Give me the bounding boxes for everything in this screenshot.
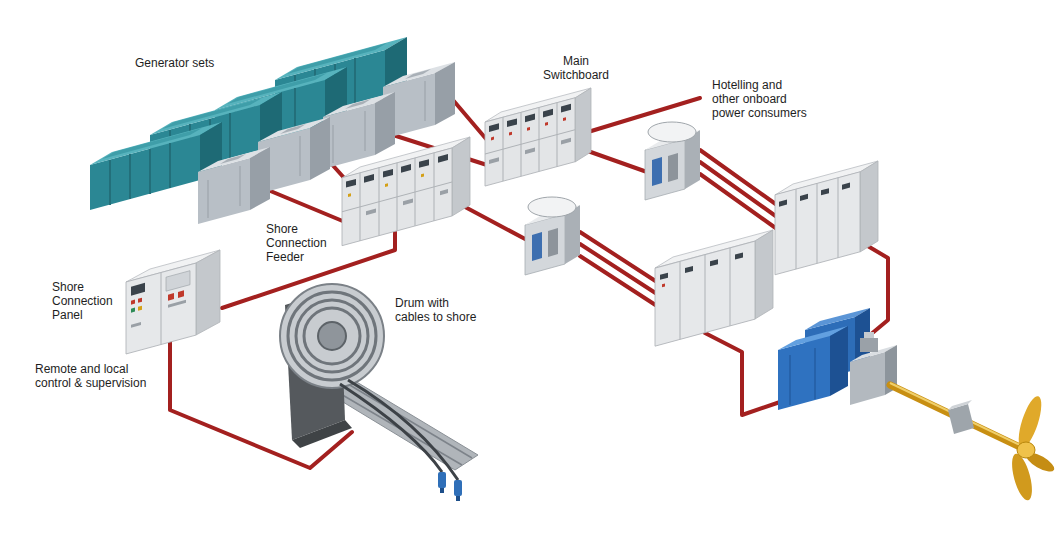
region-ellipse: [10, 200, 492, 488]
part-label: Hotelling and other onboard power consum…: [712, 78, 812, 120]
region-ellipse: [11, 201, 491, 487]
part-label: Generator sets: [135, 56, 214, 70]
drive-cabinets: [655, 230, 773, 346]
shore-connection-panel: [126, 250, 220, 354]
propeller-shaft: [890, 383, 1022, 448]
propeller: [1008, 394, 1055, 502]
feeder-switchboard: [342, 137, 470, 246]
shore-connection-region: Shore Connection FeederShore Connection …: [10, 200, 492, 488]
main-switchboard: [485, 88, 591, 186]
drive-cabinets: [775, 161, 878, 275]
part-label: Shore Connection Feeder: [266, 222, 334, 264]
part-label: Remote and local control & supervision: [35, 362, 161, 390]
part-label: Shore Connection Panel: [52, 280, 120, 322]
gearbox: [850, 332, 897, 405]
transformer: [525, 197, 580, 275]
part-label: Main Switchboard: [538, 54, 614, 82]
transformer: [645, 122, 700, 200]
generator-sets: [90, 37, 455, 224]
part-label: Drum with cables to shore: [395, 296, 481, 324]
